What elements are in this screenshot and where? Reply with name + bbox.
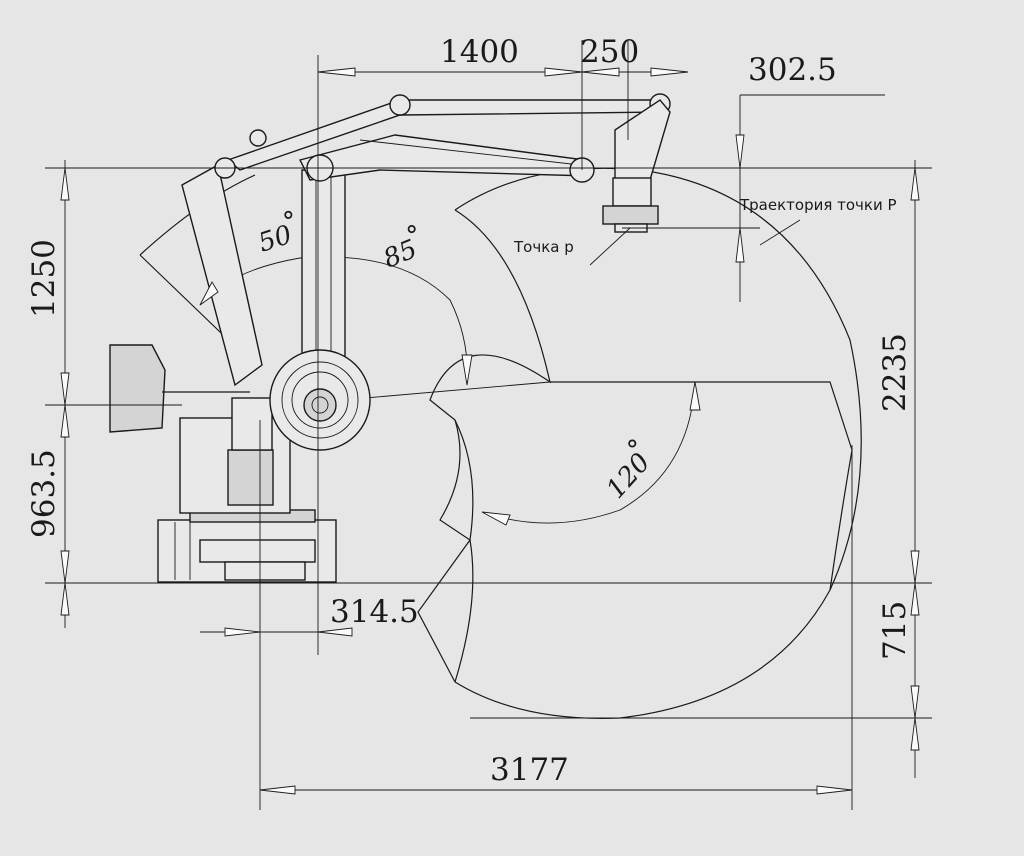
arrowheads [60,67,920,795]
robot-body [109,93,671,583]
dim-715: 715 [877,601,913,660]
dim-963-5: 963.5 [26,449,62,538]
dim-314-5: 314.5 [330,594,419,630]
angle-85: 85 ° [379,219,426,274]
label-point: Точка р [513,238,574,256]
dim-250: 250 [580,34,639,70]
dim-1250: 1250 [26,239,62,318]
dim-2235: 2235 [877,333,913,412]
dim-302-5: 302.5 [748,52,837,88]
dimension-lines [45,40,932,810]
angle-50: 50 ° [255,205,301,258]
dim-3177: 3177 [490,752,569,788]
dim-1400: 1400 [440,34,519,70]
label-trajectory: Траектория точки Р [739,196,897,214]
angle-120: 120 ° [601,433,657,504]
